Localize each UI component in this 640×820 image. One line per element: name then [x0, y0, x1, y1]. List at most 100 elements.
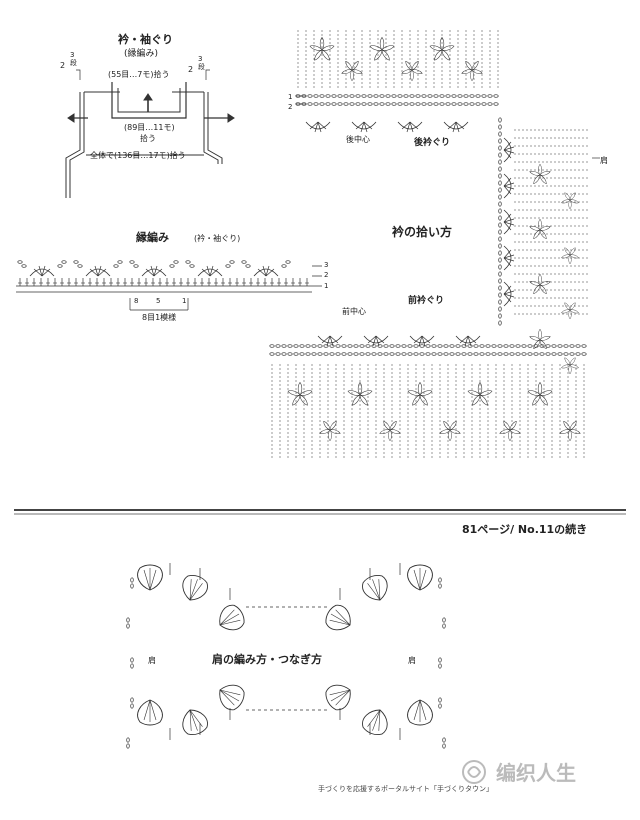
chart-symbol	[355, 94, 361, 98]
chart-symbol	[438, 663, 442, 669]
chart-symbol	[413, 352, 419, 356]
chart-symbol	[487, 94, 493, 98]
chart-symbol	[185, 277, 191, 287]
right-rows: 2	[188, 65, 194, 74]
chart-symbol	[385, 102, 391, 106]
chart-symbol	[475, 94, 481, 98]
chart-symbol	[331, 102, 337, 106]
chart-symbol	[319, 94, 325, 98]
chart-symbol	[391, 102, 397, 106]
chart-symbol	[38, 277, 44, 287]
chart-symbol	[498, 285, 502, 291]
chart-symbol	[323, 352, 329, 356]
chart-symbol	[367, 94, 373, 98]
chart-symbol	[397, 121, 423, 133]
chart-symbol	[313, 102, 319, 106]
chart-symbol	[313, 94, 319, 98]
chart-symbol	[130, 583, 134, 589]
chart-symbol	[77, 264, 83, 268]
right-rows-stacked: 3段	[198, 55, 205, 71]
chart-symbol	[317, 344, 323, 348]
chart-symbol	[498, 264, 502, 270]
collar-pickup-chart	[269, 30, 600, 460]
chart-symbol	[496, 415, 525, 444]
pickup-bottom: (89目…11モ)	[124, 123, 175, 132]
chart-symbol	[130, 703, 134, 709]
chart-symbol	[419, 344, 425, 348]
chart-symbol	[442, 743, 446, 749]
chart-symbol	[498, 250, 502, 256]
chart-symbol	[498, 222, 502, 228]
chart-symbol	[498, 306, 502, 312]
chart-symbol	[437, 344, 443, 348]
chart-symbol	[234, 277, 240, 287]
chart-symbol	[451, 94, 457, 98]
chart-symbol	[353, 352, 359, 356]
chart-symbol	[389, 352, 395, 356]
chart-symbol	[581, 352, 587, 356]
chart-symbol	[545, 352, 551, 356]
chart-symbol	[73, 277, 79, 287]
chart-symbol	[253, 265, 279, 277]
chart-symbol	[133, 264, 139, 268]
chart-symbol	[206, 277, 212, 287]
chart-symbol	[445, 102, 451, 106]
chart-symbol	[17, 260, 23, 264]
chart-symbol	[409, 102, 415, 106]
schematic-subtitle: (縁編み)	[124, 49, 159, 59]
chart-symbol	[575, 344, 581, 348]
edging-row-3: 3	[324, 261, 329, 269]
chart-symbol	[397, 94, 403, 98]
chart-symbol	[376, 415, 405, 444]
chart-symbol	[558, 352, 583, 376]
chart-symbol	[321, 601, 357, 637]
chart-symbol	[287, 382, 312, 406]
chart-symbol	[401, 352, 407, 356]
chart-symbol	[463, 94, 469, 98]
chart-symbol	[529, 274, 551, 294]
chart-symbol	[365, 344, 371, 348]
left-rows: 2	[60, 61, 66, 70]
chart-symbol	[491, 352, 497, 356]
chart-symbol	[59, 277, 65, 287]
chart-symbol	[527, 344, 533, 348]
chart-symbol	[515, 344, 521, 348]
chart-symbol	[433, 94, 439, 98]
chart-symbol	[438, 577, 442, 583]
chart-symbol	[225, 264, 231, 268]
chart-symbol	[290, 277, 296, 287]
shoulder-chart	[126, 563, 446, 749]
chart-symbol	[52, 277, 58, 287]
chart-symbol	[421, 102, 427, 106]
chart-symbol	[29, 265, 55, 277]
chart-symbol	[391, 94, 397, 98]
chart-symbol	[407, 564, 433, 591]
chart-symbol	[197, 265, 223, 277]
chart-symbol	[24, 277, 30, 287]
chart-symbol	[551, 344, 557, 348]
chart-symbol	[498, 271, 502, 277]
chart-symbol	[457, 102, 463, 106]
chart-symbol	[130, 577, 134, 583]
chart-symbol	[335, 344, 341, 348]
chart-symbol	[545, 344, 551, 348]
chart-symbol	[431, 344, 437, 348]
chart-symbol	[367, 102, 373, 106]
chart-symbol	[498, 208, 502, 214]
back-collar-label: 後衿ぐり	[414, 138, 451, 148]
collar-row-2: 2	[288, 103, 293, 111]
repeat-5: 5	[156, 297, 161, 305]
chart-symbol	[509, 344, 515, 348]
chart-symbol	[305, 352, 311, 356]
chart-symbol	[262, 277, 268, 287]
chart-symbol	[329, 344, 335, 348]
chart-symbol	[115, 277, 121, 287]
front-center-label: 前中心	[342, 307, 366, 316]
chart-symbol	[529, 164, 551, 184]
chart-symbol	[409, 94, 415, 98]
repeat-1: 1	[182, 297, 187, 305]
chart-symbol	[442, 737, 446, 743]
chart-symbol	[498, 152, 502, 158]
chart-symbol	[569, 352, 575, 356]
